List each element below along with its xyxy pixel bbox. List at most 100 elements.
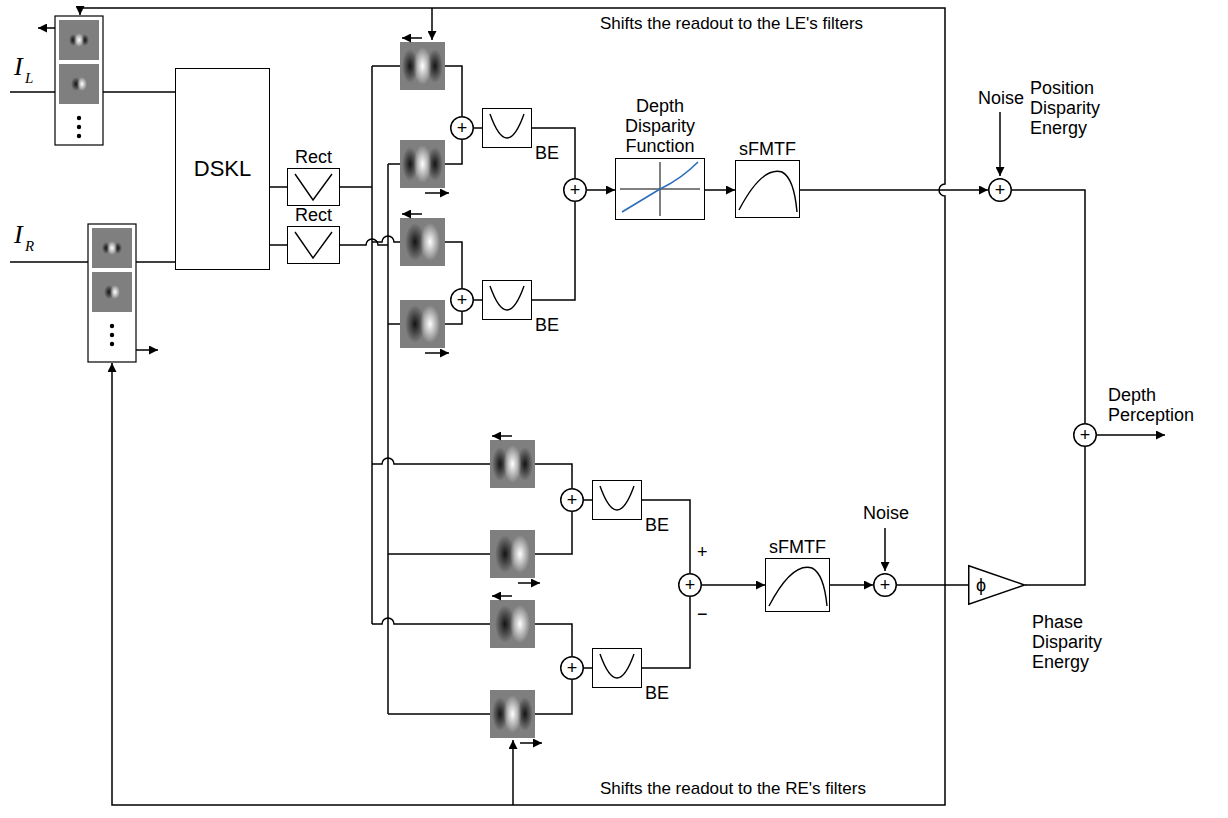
filter-stack-part bbox=[59, 20, 99, 60]
filter-stack-part bbox=[77, 134, 81, 138]
gabor-filters-part bbox=[400, 218, 445, 266]
energy-box: BE bbox=[482, 280, 532, 320]
gabor-filters-part bbox=[490, 530, 535, 578]
filter-box: sFMTF bbox=[765, 558, 830, 612]
filter-stack-part bbox=[77, 116, 81, 120]
sum-junction: + bbox=[873, 573, 897, 597]
sum-junction: + bbox=[1073, 423, 1097, 447]
node-label: sFMTF bbox=[739, 139, 796, 159]
sum-junction: + bbox=[560, 656, 584, 680]
signal-connector bbox=[270, 186, 287, 188]
energy-box: BE bbox=[592, 648, 642, 688]
filter-stack-part bbox=[110, 342, 114, 346]
filter-stack-part bbox=[92, 272, 132, 312]
outline bbox=[874, 574, 897, 597]
input-subscript: R bbox=[25, 238, 34, 254]
signal-connector bbox=[474, 127, 482, 129]
signal-connector bbox=[830, 584, 873, 586]
wires-part bbox=[136, 349, 158, 351]
box-icons bbox=[295, 114, 827, 678]
box-icons-part bbox=[600, 486, 634, 510]
wires-part bbox=[402, 213, 422, 215]
signal-connector bbox=[702, 584, 765, 586]
node-label: + bbox=[567, 659, 578, 677]
wires-part bbox=[535, 680, 572, 714]
gabor-filters-part bbox=[490, 440, 535, 488]
outline bbox=[451, 289, 474, 312]
wires-part bbox=[112, 363, 945, 805]
node-label: + bbox=[570, 181, 581, 199]
sum-junction: + bbox=[678, 573, 702, 597]
label-holder: + bbox=[560, 656, 584, 680]
wires-part bbox=[445, 312, 462, 324]
filter-box: sFMTF bbox=[735, 160, 800, 218]
wires-part bbox=[372, 458, 490, 464]
signal-connector bbox=[705, 189, 735, 191]
node-label: Rect bbox=[295, 147, 332, 167]
label-holder: + bbox=[1073, 423, 1097, 447]
wires-part bbox=[535, 512, 572, 554]
gabor-filters-part bbox=[490, 690, 535, 738]
wires-part bbox=[388, 553, 490, 555]
energy-box: BE bbox=[592, 480, 642, 520]
outline bbox=[679, 574, 702, 597]
filter-stack-part bbox=[110, 333, 114, 337]
wires bbox=[10, 8, 1165, 805]
wires-part bbox=[103, 91, 175, 93]
signal-connector bbox=[642, 597, 690, 668]
wires-part bbox=[372, 65, 400, 67]
signal-label: Phase Disparity Energy bbox=[1032, 612, 1117, 672]
node-label: BE bbox=[535, 315, 559, 335]
gabor-filters-part bbox=[400, 140, 445, 188]
wires-part bbox=[388, 163, 400, 165]
wires-part bbox=[445, 140, 462, 164]
gabor-filters bbox=[400, 42, 535, 738]
node-label: + bbox=[685, 576, 696, 594]
label-holder: + bbox=[563, 178, 587, 202]
node-label: BE bbox=[645, 683, 669, 703]
wires-part bbox=[445, 242, 462, 288]
box-icons-part bbox=[622, 162, 698, 212]
wires-part bbox=[372, 236, 400, 242]
node-label: Rect bbox=[295, 205, 332, 225]
label-holder: + bbox=[450, 288, 474, 312]
node-label: ϕ bbox=[976, 576, 986, 594]
signal-connector bbox=[532, 128, 575, 178]
box-icons-part bbox=[490, 114, 524, 138]
rect-box: Rect bbox=[287, 226, 340, 264]
node-label: + bbox=[567, 491, 578, 509]
wires-part bbox=[136, 261, 175, 263]
outline bbox=[969, 566, 1025, 605]
label-holder: DSKL bbox=[176, 69, 269, 269]
gabor-filters-part bbox=[400, 42, 445, 90]
label-holder: ϕ bbox=[968, 565, 1025, 605]
label-holder: + bbox=[678, 573, 702, 597]
box-icons-part bbox=[739, 171, 797, 212]
outline bbox=[1074, 424, 1097, 447]
filter-stack-part bbox=[92, 228, 132, 268]
rect-box: Rect bbox=[287, 168, 340, 206]
sum-junction: + bbox=[450, 288, 474, 312]
node-label: Depth Disparity Function bbox=[616, 96, 704, 156]
wires-part bbox=[445, 66, 462, 116]
wires-part bbox=[999, 112, 1001, 176]
output-label: Depth Perception bbox=[1108, 385, 1203, 425]
dskl-box: DSKL bbox=[175, 68, 270, 270]
filter-stack-part bbox=[110, 324, 114, 328]
noise-label: Noise bbox=[863, 503, 909, 523]
outline bbox=[989, 179, 1012, 202]
wires-part bbox=[425, 192, 449, 194]
box-icons-part bbox=[490, 286, 524, 310]
sum-junction: + bbox=[988, 178, 1012, 202]
wires-part bbox=[518, 582, 540, 584]
node-label: BE bbox=[535, 143, 559, 163]
feedback-note: Shifts the readout to the RE's filters bbox=[600, 779, 866, 799]
energy-box: BE bbox=[482, 108, 532, 148]
outline bbox=[564, 179, 587, 202]
box-icons-part bbox=[600, 654, 634, 678]
wires-part bbox=[340, 186, 372, 188]
signal-connector bbox=[642, 500, 690, 573]
input-symbol: I bbox=[14, 52, 23, 82]
wires-part bbox=[431, 8, 433, 40]
outline bbox=[451, 117, 474, 140]
